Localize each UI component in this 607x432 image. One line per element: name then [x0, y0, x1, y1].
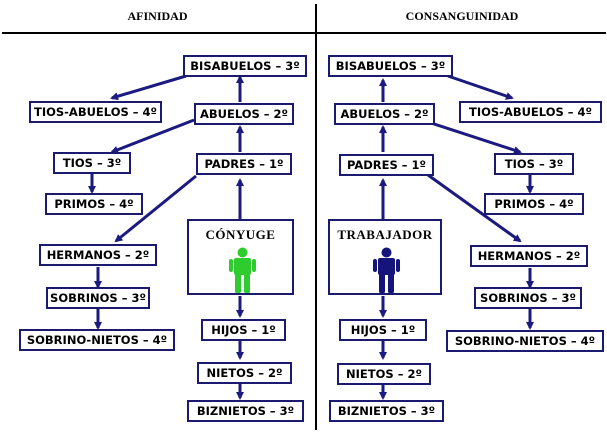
box-sobrinos-left: SOBRINOS – 3º: [46, 287, 150, 309]
box-nietos-left: NIETOS – 2º: [197, 362, 292, 384]
box-nietos-right: NIETOS – 2º: [337, 363, 431, 385]
arrow-padres-hermanos-left: [114, 174, 197, 243]
box-sobrino-nietos-right: SOBRINO-NIETOS – 4º: [446, 330, 604, 352]
box-tios-right: TIOS – 3º: [494, 153, 574, 175]
arrow-abuelos-tios-left: [110, 118, 195, 154]
box-sobrinos-right: SOBRINOS – 3º: [474, 287, 582, 309]
trabajador-title: TRABAJADOR: [337, 227, 433, 242]
box-biznietos-right: BIZNIETOS – 3º: [329, 400, 444, 422]
box-hijos-left: HIJOS – 1º: [201, 319, 286, 341]
box-padres-left: PADRES – 1º: [196, 153, 292, 175]
box-primos-left: PRIMOS – 4º: [45, 193, 143, 215]
person-icon: [373, 247, 400, 293]
affinity-header: AFINIDAD: [127, 9, 188, 23]
box-trabajador: TRABAJADOR: [328, 219, 442, 295]
conyuge-title: CÓNYUGE: [205, 227, 276, 242]
person-icon: [229, 247, 256, 293]
box-abuelos-right: ABUELOS – 2º: [334, 103, 435, 125]
box-abuelos-left: ABUELOS – 2º: [194, 103, 294, 125]
arrow-padres-hermanos-right: [427, 173, 522, 243]
box-tios-abuelos-right: TIOS-ABUELOS – 4º: [459, 101, 602, 123]
box-hijos-right: HIJOS – 1º: [339, 319, 427, 341]
box-tios-abuelos-left: TIOS-ABUELOS – 4º: [29, 101, 162, 123]
header-divider: [2, 32, 606, 34]
box-bisabuelos-right: BISABUELOS – 3º: [328, 55, 453, 77]
arrow-bisabuelos-tiosabuelos-right: [447, 74, 514, 100]
column-divider: [315, 4, 317, 430]
box-biznietos-left: BIZNIETOS – 3º: [187, 400, 304, 422]
box-hermanos-left: HERMANOS – 2º: [39, 244, 157, 266]
box-primos-right: PRIMOS – 4º: [484, 193, 584, 215]
box-sobrino-nietos-left: SOBRINO-NIETOS – 4º: [19, 329, 175, 351]
arrow-bisabuelos-tiosabuelos-left: [110, 74, 187, 101]
box-padres-right: PADRES – 1º: [339, 154, 434, 176]
box-bisabuelos-left: BISABUELOS – 3º: [183, 55, 307, 77]
box-hermanos-right: HERMANOS – 2º: [470, 245, 588, 267]
box-tios-left: TIOS – 3º: [53, 152, 131, 174]
consanguinity-header: CONSANGUINIDAD: [405, 9, 519, 23]
box-conyuge: CÓNYUGE: [187, 219, 294, 295]
arrow-abuelos-tios-right: [427, 120, 522, 154]
